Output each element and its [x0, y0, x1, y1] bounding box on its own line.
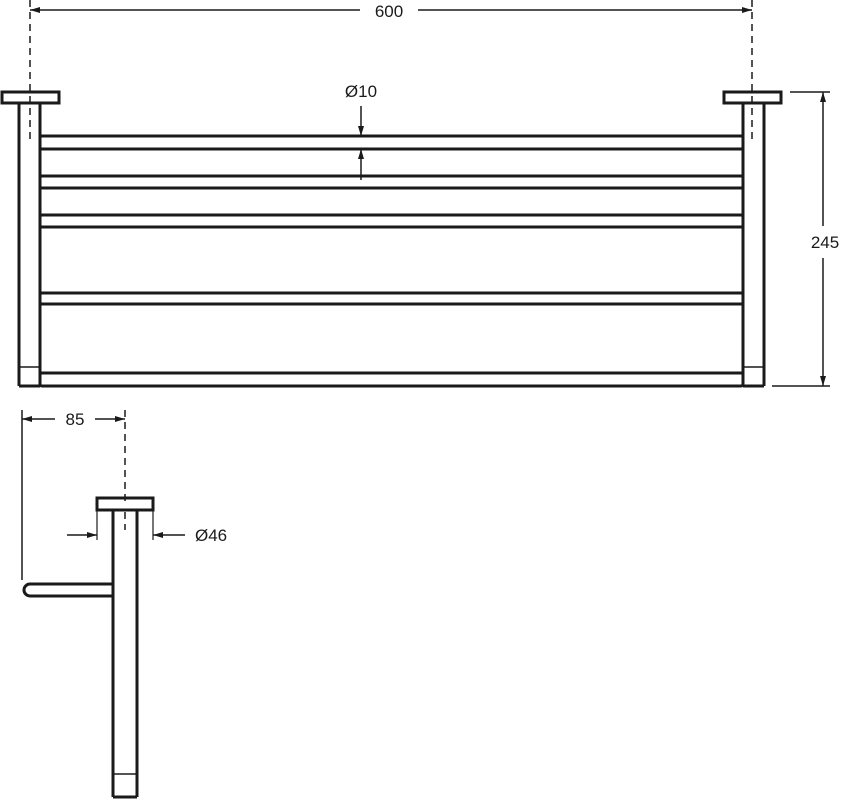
bar-diameter-dimension [358, 106, 364, 180]
height-label: 245 [811, 233, 839, 252]
flange-diameter-label: Ø46 [195, 526, 227, 545]
side-bar-end [22, 582, 113, 598]
right-wall-flange [722, 90, 783, 105]
bar-5 [38, 371, 745, 388]
bar-2 [38, 174, 745, 190]
side-post [111, 510, 139, 799]
bar-3 [38, 213, 745, 229]
projection-label: 85 [66, 410, 85, 429]
right-support-post [741, 103, 766, 388]
side-flange [95, 496, 155, 530]
bar-diameter-label: Ø10 [345, 82, 377, 101]
height-dimension [772, 91, 830, 387]
bar-4 [38, 291, 745, 306]
projection-dimension [21, 410, 126, 580]
side-view [21, 410, 185, 799]
bar-1 [38, 134, 745, 151]
width-dimension [29, 0, 753, 142]
front-view [0, 0, 830, 388]
left-wall-flange [0, 90, 61, 105]
width-label: 600 [375, 2, 403, 21]
shelf-bars [38, 134, 745, 388]
flange-diameter-dimension [67, 510, 185, 540]
left-support-post [17, 103, 42, 388]
